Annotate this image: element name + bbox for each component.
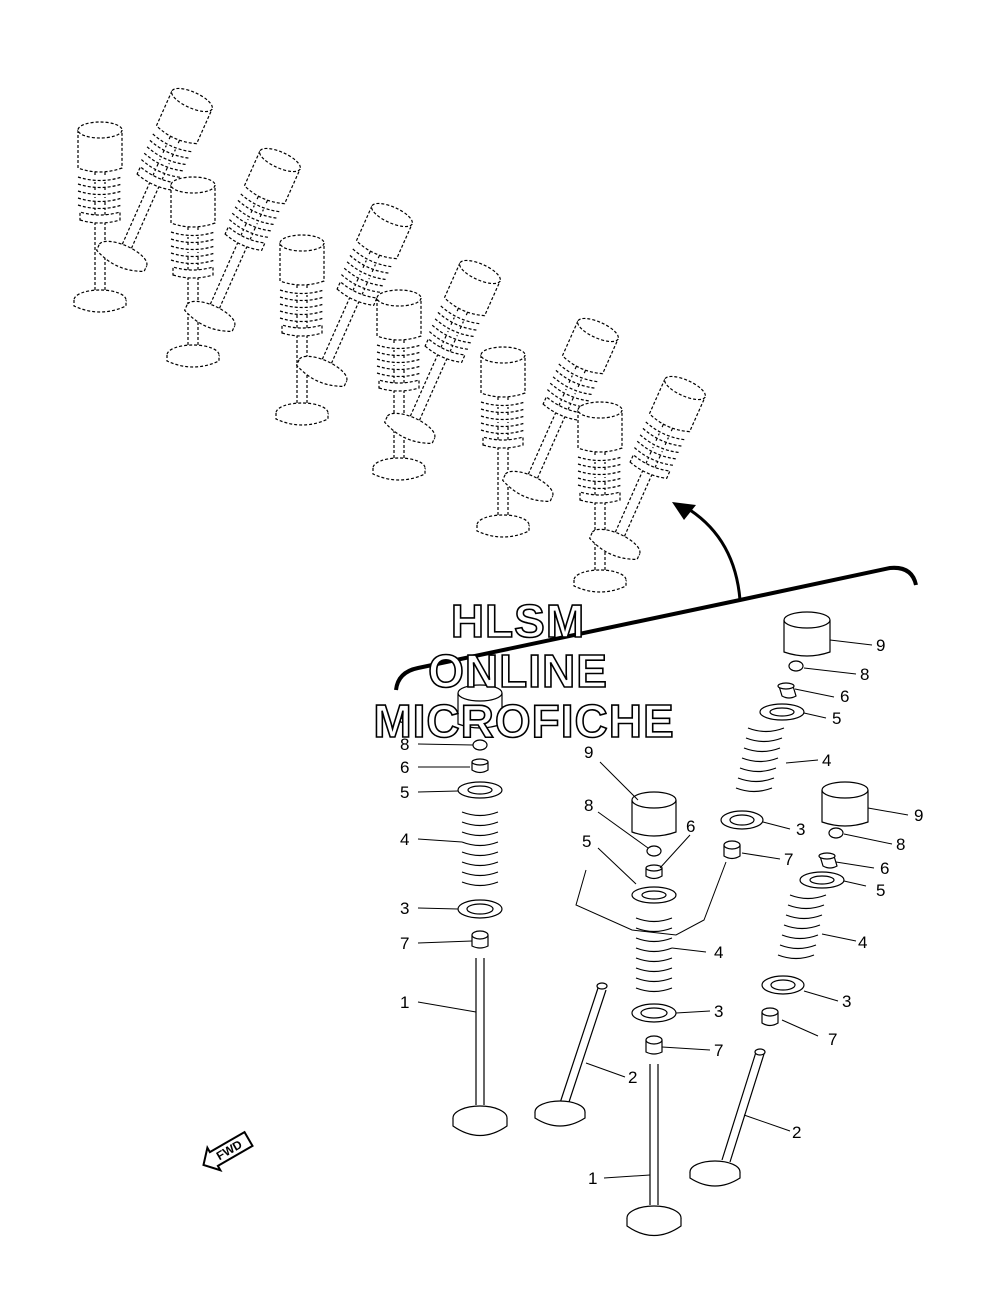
callout-a7: 7: [400, 934, 409, 953]
callout-b4: 4: [714, 943, 723, 962]
callout-a6: 6: [400, 758, 409, 777]
ghost-valve-group: [73, 82, 712, 593]
callout-d5: 5: [876, 881, 885, 900]
callout-b8: 8: [584, 796, 593, 815]
group-bracket: [394, 508, 918, 691]
callout-a1: 1: [400, 993, 409, 1012]
valve-assembly-right: [689, 781, 869, 1187]
callout-d9: 9: [914, 806, 923, 825]
watermark-line-1: HLSM: [451, 595, 585, 647]
callout-b5: 5: [582, 832, 591, 851]
callout-c7: 7: [784, 850, 793, 869]
callout-b9: 9: [584, 743, 593, 762]
watermark: HLSM ONLINE MICROFICHE: [373, 594, 675, 748]
callout-c9: 9: [876, 636, 885, 655]
callout-c6: 6: [840, 687, 849, 706]
callout-a5: 5: [400, 783, 409, 802]
valve-assembly-left: [452, 684, 508, 1137]
callout-c5: 5: [832, 709, 841, 728]
callout-d7: 7: [828, 1030, 837, 1049]
callout-b2: 2: [628, 1068, 637, 1087]
callout-c8: 8: [860, 665, 869, 684]
callout-c3: 3: [796, 820, 805, 839]
callout-b6: 6: [686, 817, 695, 836]
callout-d4: 4: [858, 933, 867, 952]
valve-assembly-upper-right: [720, 611, 831, 860]
arrow-head: [672, 502, 696, 520]
callout-c4: 4: [822, 751, 831, 770]
fwd-arrow-icon: FWD: [202, 1130, 254, 1172]
leader-lines: [417, 639, 909, 1179]
valve-assembly-center: [534, 791, 682, 1237]
callout-b7: 7: [714, 1041, 723, 1060]
callout-labels: 9 8 6 5 4 3 7 1 9 8 6 5 4 3 7 2 1 9 8 6 …: [398, 636, 923, 1188]
callout-a9: 9: [398, 708, 407, 727]
callout-b1: 1: [588, 1169, 597, 1188]
watermark-line-3: MICROFICHE: [373, 695, 674, 747]
callout-a8: 8: [400, 735, 409, 754]
callout-d8: 8: [896, 835, 905, 854]
callout-d2: 2: [792, 1123, 801, 1142]
watermark-line-2: ONLINE: [428, 645, 608, 697]
callout-d6: 6: [880, 859, 889, 878]
callout-a4: 4: [400, 830, 409, 849]
callout-a3: 3: [400, 899, 409, 918]
callout-d3: 3: [842, 992, 851, 1011]
callout-b3: 3: [714, 1002, 723, 1021]
